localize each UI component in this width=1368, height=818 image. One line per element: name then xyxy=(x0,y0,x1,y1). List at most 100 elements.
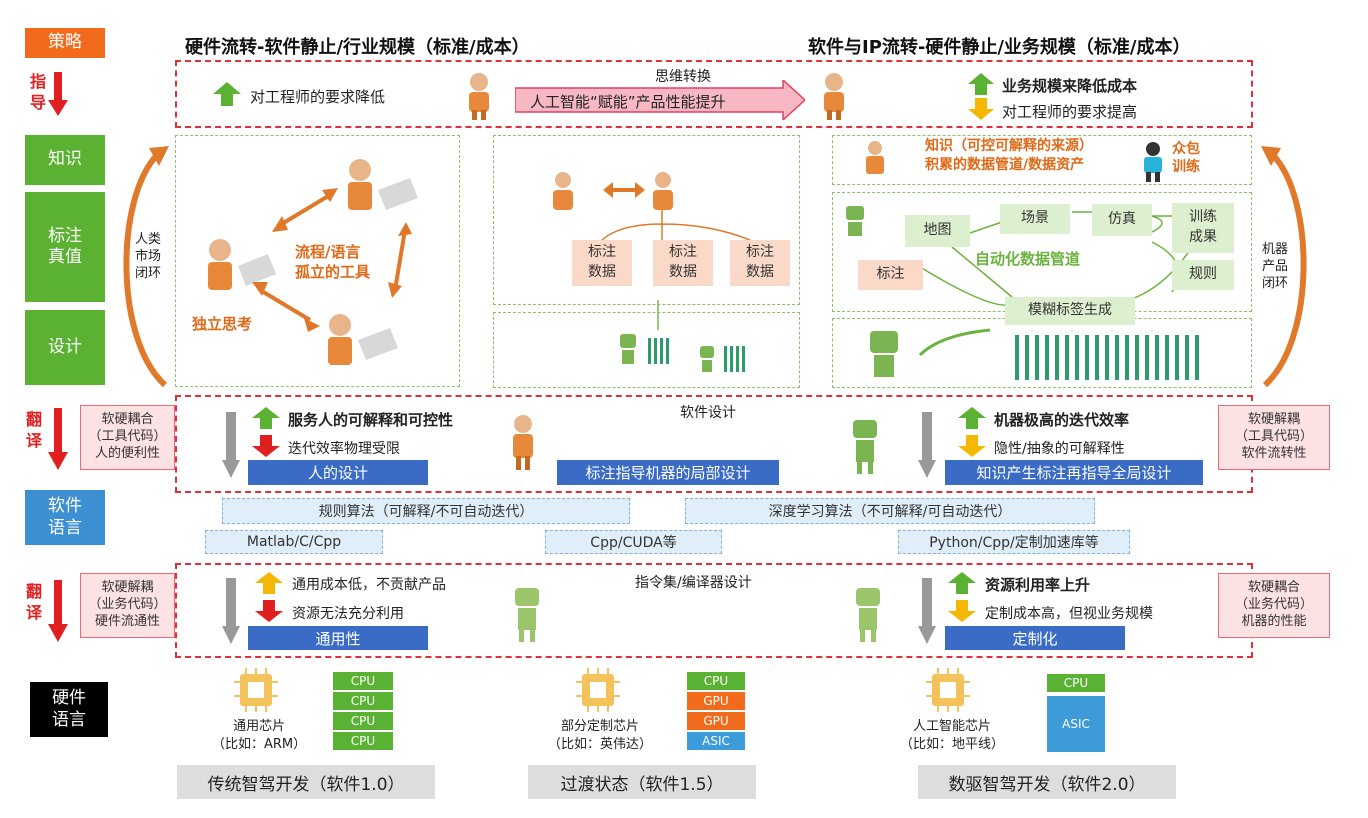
robot-small-icon xyxy=(846,206,864,236)
green-up-arrow-icon-3 xyxy=(252,407,280,429)
translate1-down-arrow-icon xyxy=(48,408,68,470)
red-down-arrow-icon xyxy=(252,435,280,457)
right-panel-top xyxy=(832,135,1252,185)
robot-t2-right-icon xyxy=(856,588,880,642)
right-loop-arrow-icon xyxy=(1261,146,1307,388)
chip1-stack-2: CPU xyxy=(333,712,393,730)
algo-left: 规则算法（可解释/不可自动迭代） xyxy=(222,498,630,524)
guide-right-up: 业务规模来降低成本 xyxy=(1002,77,1138,95)
yellow-down-arrow-icon-2 xyxy=(958,435,986,457)
algo-right: 深度学习算法（不可解释/可自动迭代） xyxy=(685,498,1095,524)
lang-left: Matlab/C/Cpp xyxy=(205,530,383,554)
right-loop-text: 机器 产品 闭环 xyxy=(1262,242,1289,291)
engineer-small-icon xyxy=(866,141,884,174)
chip1-text: 通用芯片 （比如：ARM） xyxy=(212,719,307,752)
t1-bar-mid: 标注指导机器的局部设计 xyxy=(557,460,779,485)
train-result-node: 训练 成果 xyxy=(1172,203,1234,253)
engineer-figure-icon xyxy=(469,73,489,120)
t2-down-text: 资源无法充分利用 xyxy=(292,606,404,622)
t2-right-up: 资源利用率上升 xyxy=(985,576,1091,594)
t2-bar-right: 定制化 xyxy=(945,626,1125,650)
translate1-label: 翻 译 xyxy=(26,410,43,450)
chip-icon-2 xyxy=(576,668,620,712)
t2-up-text: 通用成本低，不贡献产品 xyxy=(292,577,446,593)
chip-icon-3 xyxy=(926,668,970,712)
chip3-text: 人工智能芯片 （比如：地平线） xyxy=(900,719,1005,752)
mid-robots-icon xyxy=(620,300,745,372)
guide-arrow-text: 人工智能“赋能”产品性能提升 xyxy=(530,93,726,111)
footer-mid: 过渡状态（软件1.5） xyxy=(528,765,756,799)
t1-bar-left: 人的设计 xyxy=(248,460,428,485)
mid-label-data-1: 标注 数据 xyxy=(572,240,632,286)
green-up-arrow-icon-4 xyxy=(958,407,986,429)
chip3-stack-0: CPU xyxy=(1047,674,1105,692)
label-truth-label: 标注 真值 xyxy=(25,192,105,302)
label-node: 标注 xyxy=(858,260,923,290)
rule-node: 规则 xyxy=(1172,260,1234,290)
green-up-arrow-icon-5 xyxy=(948,572,976,594)
mid-branch-lines-icon xyxy=(601,210,751,241)
robot-t2-left-icon xyxy=(515,588,539,642)
map-node: 地图 xyxy=(905,215,970,247)
green-up-arrow-icon-2 xyxy=(968,73,994,95)
scene-node: 场景 xyxy=(1000,204,1070,234)
think-text: 独立思考 xyxy=(192,315,253,333)
t1-down-text: 迭代效率物理受限 xyxy=(288,441,400,457)
gray-down-arrow-icon xyxy=(222,412,240,478)
guide-arrow-top: 思维转换 xyxy=(655,69,711,85)
engineer-figure-right-icon xyxy=(824,73,844,120)
hw-lang-label: 硬件 语言 xyxy=(30,682,108,737)
translate2-label: 翻 译 xyxy=(26,582,43,622)
translate1-pink-right: 软硬解耦 （工具代码） 软件流转性 xyxy=(1218,405,1330,470)
t2-center-top: 指令集/编译器设计 xyxy=(635,575,752,591)
chip3-stack-1: ASIC xyxy=(1047,696,1105,752)
tool-text: 流程/语言 孤立的工具 xyxy=(295,243,371,281)
gray-down-arrow-icon-3 xyxy=(222,578,240,644)
engineer-t1-icon xyxy=(513,415,533,470)
strategy-label: 策略 xyxy=(25,28,105,58)
translate2-down-arrow-icon xyxy=(48,580,68,642)
t1-center-top: 软件设计 xyxy=(680,405,736,421)
chip1-stack-0: CPU xyxy=(333,672,393,690)
crowd-worker-icon xyxy=(1144,142,1162,182)
left-panel xyxy=(175,135,460,387)
t2-right-down: 定制成本高，但视业务规模 xyxy=(985,606,1153,622)
guide-down-arrow-icon xyxy=(48,72,68,116)
green-up-arrow-icon xyxy=(213,82,241,106)
mid-label-data-2: 标注 数据 xyxy=(653,240,713,286)
crowd-text: 众包 训练 xyxy=(1172,141,1200,176)
lang-right: Python/Cpp/定制加速库等 xyxy=(898,530,1130,554)
t1-up-text: 服务人的可解释和可控性 xyxy=(288,411,454,429)
chip1-stack-3: CPU xyxy=(333,732,393,750)
header-right: 软件与IP流转-硬件静止/业务规模（标准/成本） xyxy=(808,37,1191,58)
lang-mid: Cpp/CUDA等 xyxy=(545,530,722,554)
chip2-stack-2: GPU xyxy=(687,712,745,730)
mid-engineers-icon xyxy=(553,172,673,210)
yellow-down-arrow-icon-3 xyxy=(948,600,976,622)
left-loop-arrow-icon xyxy=(123,146,169,388)
knowledge-label: 知识 xyxy=(25,135,105,185)
footer-left: 传统智驾开发（软件1.0） xyxy=(177,765,435,799)
guide-label: 指 导 xyxy=(30,72,47,112)
guide-row-box xyxy=(175,60,1253,128)
guide-right-down: 对工程师的要求提高 xyxy=(1002,103,1138,121)
mid-label-data-3: 标注 数据 xyxy=(730,240,790,286)
chip-icon-1 xyxy=(234,668,278,712)
soft-lang-label: 软件 语言 xyxy=(25,490,105,545)
chip2-stack-3: ASIC xyxy=(687,732,745,750)
translate1-pink-left: 软硬耦合 （工具代码） 人的便利性 xyxy=(80,405,175,470)
t1-bar-right: 知识产生标注再指导全局设计 xyxy=(945,460,1203,485)
pipeline-text: 自动化数据管道 xyxy=(975,250,1081,268)
big-pink-arrow-icon xyxy=(515,80,805,120)
t2-bar-left: 通用性 xyxy=(248,626,428,650)
sim-node: 仿真 xyxy=(1092,204,1152,236)
header-left: 硬件流转-软件静止/行业规模（标准/成本） xyxy=(185,37,530,58)
chip1-stack-1: CPU xyxy=(333,692,393,710)
guide-left-text: 对工程师的要求降低 xyxy=(250,88,386,106)
mid-panel-top xyxy=(493,135,800,305)
translate2-pink-right: 软硬耦合 （业务代码） 机器的性能 xyxy=(1218,573,1330,638)
left-loop-text: 人类 市场 闭环 xyxy=(135,232,162,281)
chip2-text: 部分定制芯片 （比如：英伟达） xyxy=(548,719,653,752)
right-top-text: 知识（可控可解释的来源） 积累的数据管道/数据资产 xyxy=(925,138,1093,173)
chip2-stack-0: CPU xyxy=(687,672,745,690)
